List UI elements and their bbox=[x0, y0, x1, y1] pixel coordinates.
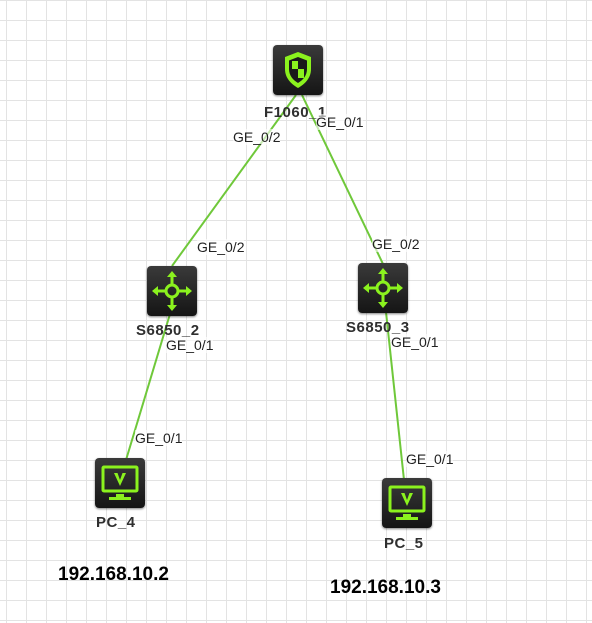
port-label-switch-left-down: GE_0/1 bbox=[166, 337, 214, 353]
pc-right-label: PC_5 bbox=[384, 535, 424, 552]
monitor-icon bbox=[101, 465, 139, 500]
pc-left-label: PC_4 bbox=[96, 514, 136, 531]
link-fw-switch-right[interactable] bbox=[301, 94, 384, 265]
ip-label-left: 192.168.10.2 bbox=[58, 564, 169, 585]
monitor-icon bbox=[388, 485, 426, 520]
port-label-pc-right: GE_0/1 bbox=[406, 451, 454, 467]
port-label-fw-left: GE_0/2 bbox=[233, 129, 281, 145]
ip-label-right: 192.168.10.3 bbox=[330, 577, 441, 598]
firewall-node[interactable] bbox=[273, 45, 323, 95]
switch-right-label: S6850_3 bbox=[346, 319, 410, 336]
port-label-switch-right-up: GE_0/2 bbox=[372, 236, 420, 252]
link-fw-switch-left[interactable] bbox=[171, 94, 297, 267]
switch-arrows-icon bbox=[152, 271, 192, 311]
link-switch-right-pc-right[interactable] bbox=[385, 311, 405, 481]
switch-right-node[interactable] bbox=[358, 263, 408, 313]
firewall-label: F1060_1 bbox=[264, 104, 327, 121]
port-label-fw-right: GE_0/1 bbox=[316, 114, 364, 130]
pc-left-node[interactable] bbox=[95, 458, 145, 508]
switch-left-label: S6850_2 bbox=[136, 322, 200, 339]
switch-left-node[interactable] bbox=[147, 266, 197, 316]
port-label-switch-left-up: GE_0/2 bbox=[197, 239, 245, 255]
firewall-shield-icon bbox=[285, 52, 311, 88]
link-switch-left-pc-left[interactable] bbox=[125, 313, 171, 461]
port-label-switch-right-down: GE_0/1 bbox=[391, 334, 439, 350]
port-label-pc-left: GE_0/1 bbox=[135, 430, 183, 446]
switch-arrows-icon bbox=[363, 268, 403, 308]
pc-right-node[interactable] bbox=[382, 478, 432, 528]
